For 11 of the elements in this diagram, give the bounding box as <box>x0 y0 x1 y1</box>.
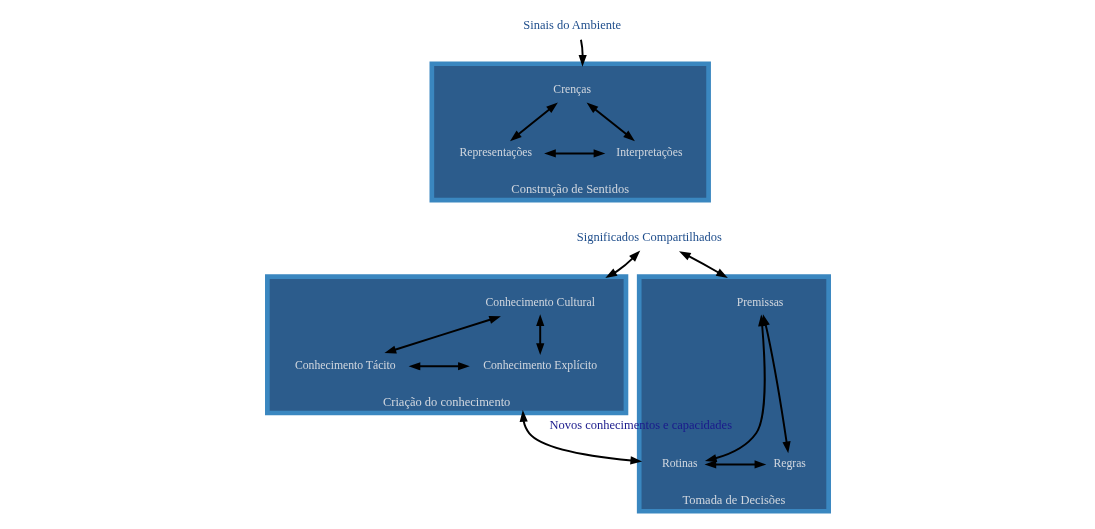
node-text: Premissas <box>736 295 783 309</box>
node-text: Regras <box>772 457 806 471</box>
node-text: Sinais do Ambiente <box>522 17 621 32</box>
node-text: Representações <box>458 146 532 160</box>
node-text: Conhecimento Explícito <box>482 358 597 372</box>
node-text: Crenças <box>552 82 591 96</box>
node-text: Conhecimento Tácito <box>294 358 396 372</box>
node-text: Conhecimento Cultural <box>485 295 595 309</box>
node-text: Interpretações <box>615 146 682 160</box>
node-text: Significados Compartilhados <box>576 230 722 245</box>
node-text: Rotinas <box>661 457 698 471</box>
